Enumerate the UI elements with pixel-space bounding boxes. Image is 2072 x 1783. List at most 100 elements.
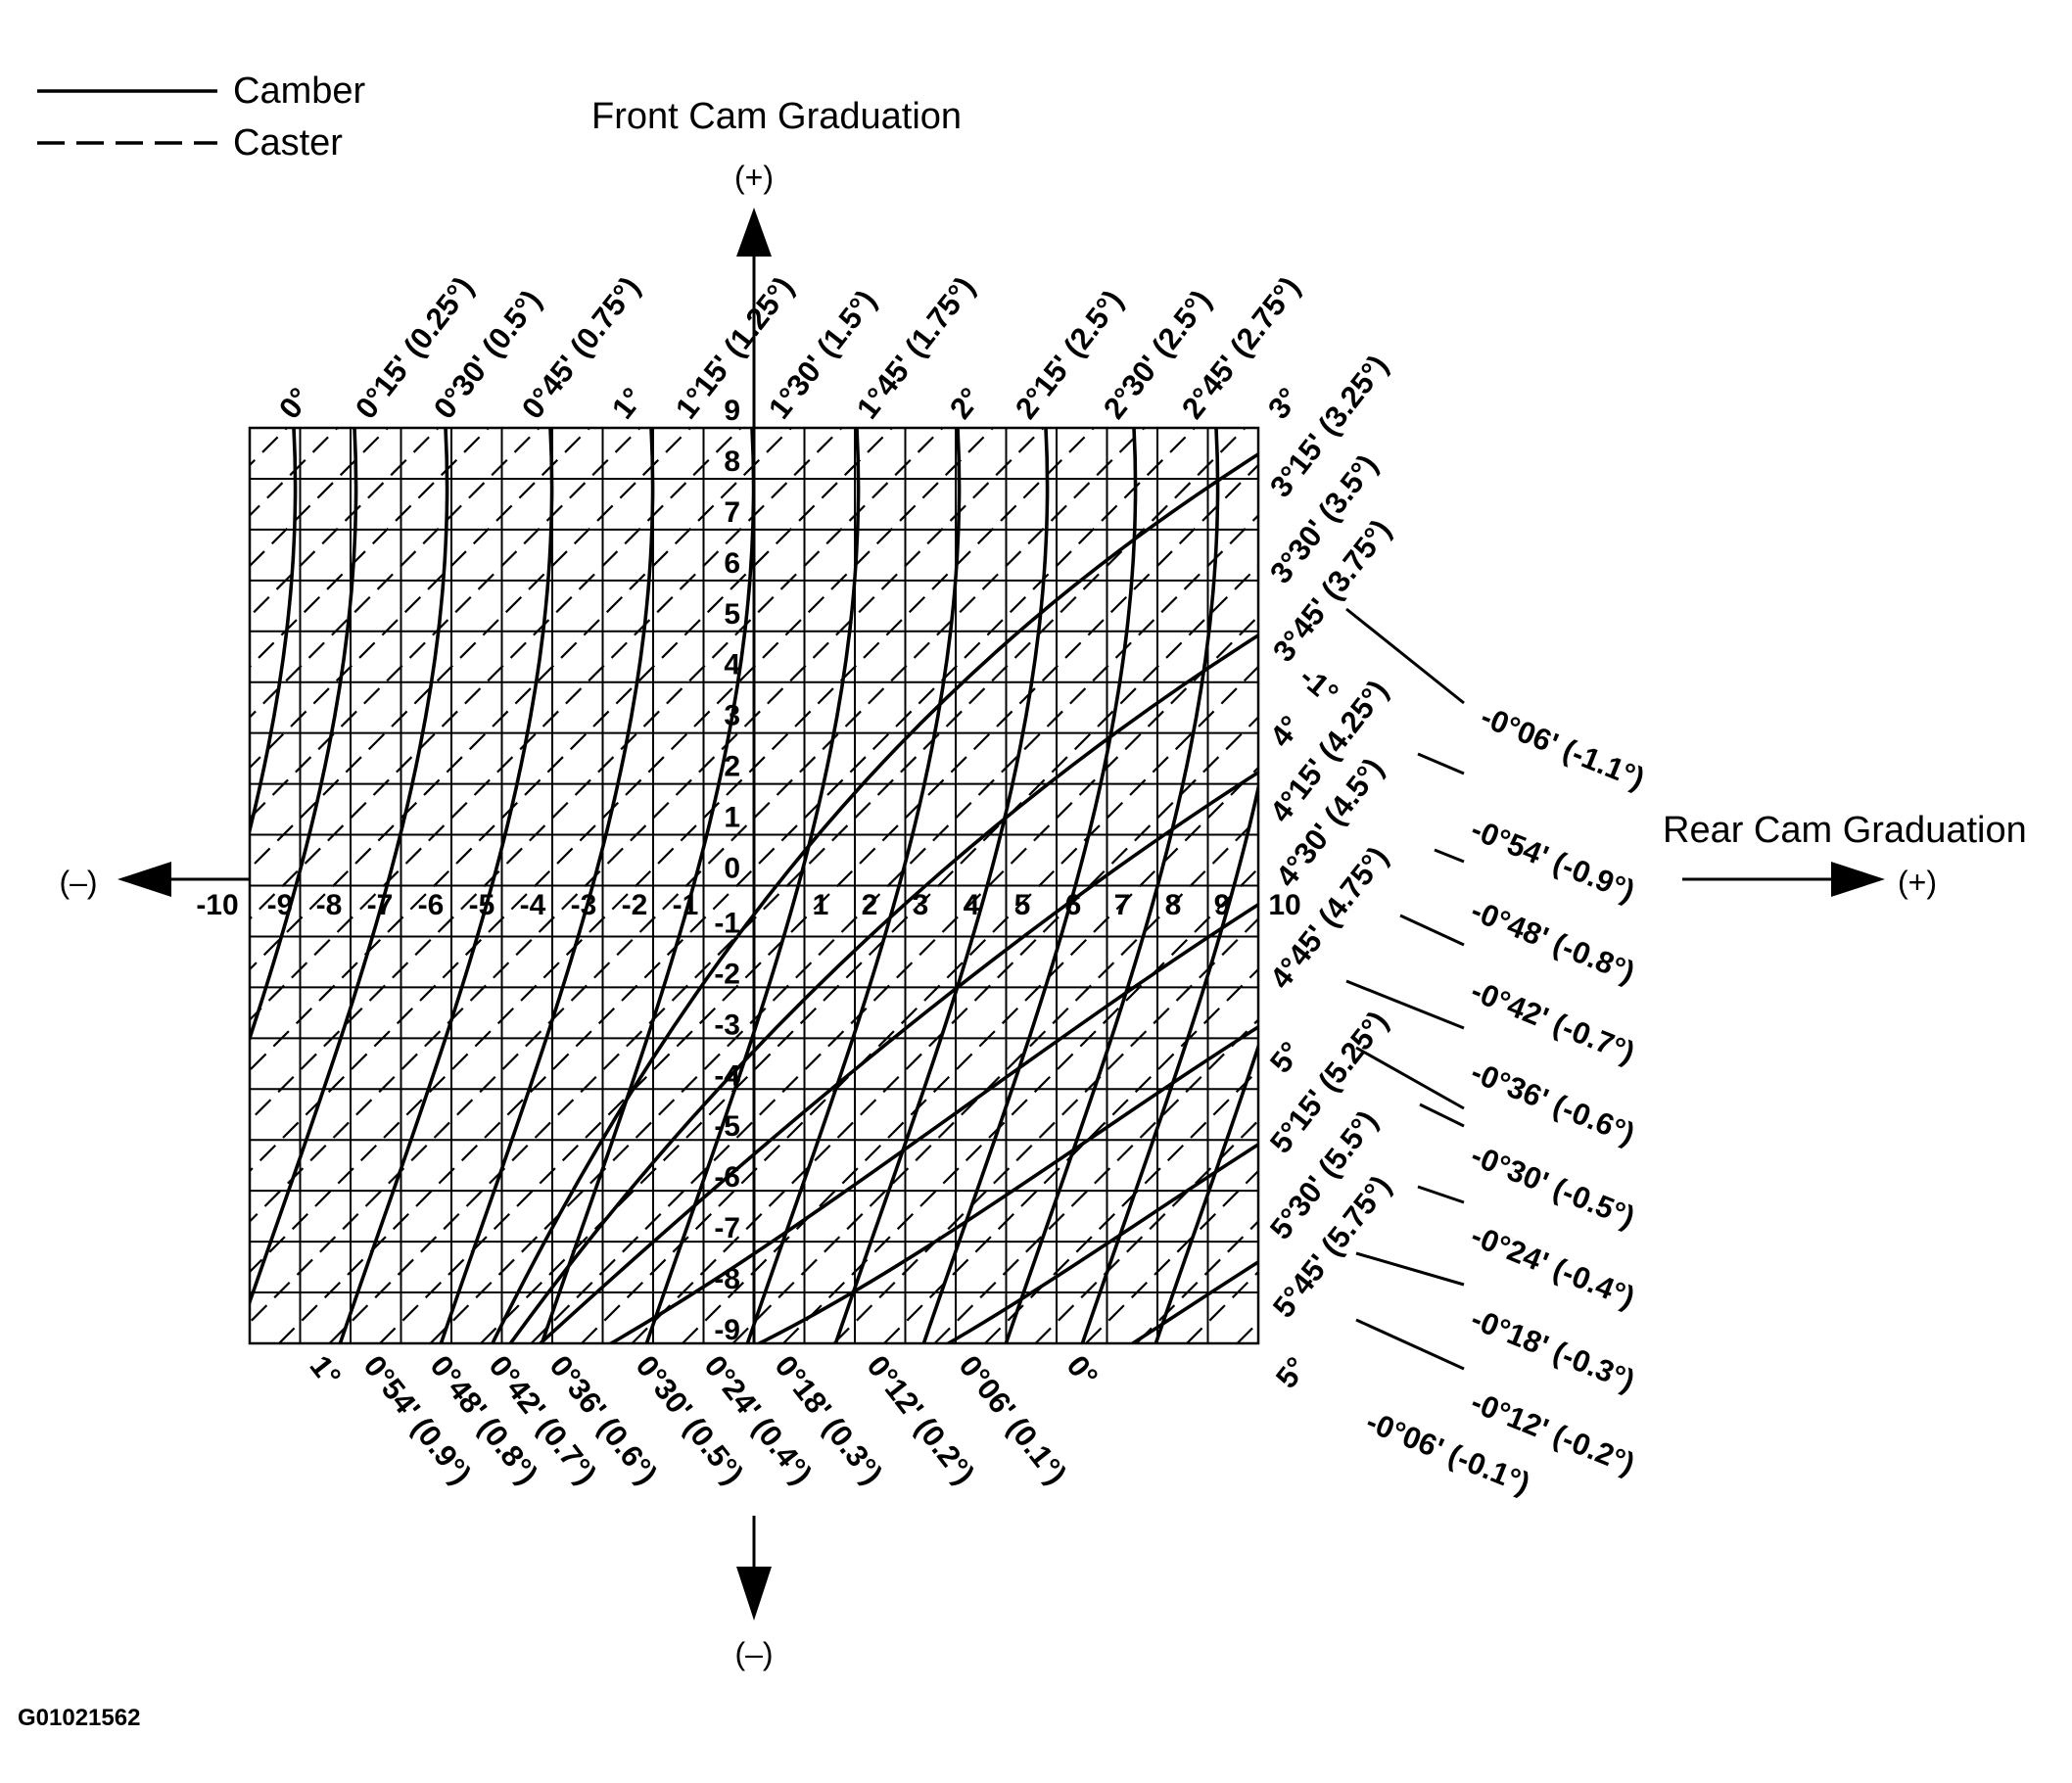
rear-cam-tick-label: 8 bbox=[1165, 889, 1182, 921]
front-cam-tick-label: -9 bbox=[714, 1314, 740, 1346]
rear-cam-tick-label: -3 bbox=[571, 889, 597, 921]
camber-leader-line bbox=[1399, 914, 1465, 947]
rear-cam-tick-label: -5 bbox=[469, 889, 495, 921]
cam-axes bbox=[118, 208, 1885, 1620]
caster-lines bbox=[0, 428, 1258, 1343]
camber-value-label: -0°18' (-0.3°) bbox=[1466, 1301, 1639, 1398]
caster-line bbox=[581, 665, 1258, 1343]
camber-leader-line bbox=[1345, 979, 1465, 1030]
camber-value-label: -0°30' (-0.5°) bbox=[1466, 1138, 1639, 1235]
caster-line bbox=[0, 428, 237, 1343]
camber-line bbox=[607, 902, 1258, 1343]
legend-camber-label: Camber bbox=[233, 70, 365, 112]
front-cam-tick-label: -2 bbox=[714, 958, 740, 990]
rear-cam-tick-label: 7 bbox=[1114, 889, 1131, 921]
caster-value-label: 5° bbox=[1263, 1035, 1308, 1079]
caster-line bbox=[250, 428, 1095, 1274]
caster-line bbox=[250, 428, 994, 1173]
camber-leader-line bbox=[1419, 1103, 1465, 1128]
rear-cam-tick-label: 9 bbox=[1214, 889, 1231, 921]
rear-cam-tick-label: 4 bbox=[964, 889, 980, 921]
caster-line bbox=[250, 428, 893, 1072]
front-cam-tick-label: 4 bbox=[724, 649, 740, 681]
rear-cam-tick-label: -9 bbox=[267, 889, 294, 921]
rear-axis-right-arrow bbox=[1831, 862, 1885, 897]
camber-line bbox=[250, 428, 449, 1308]
legend: Camber Caster bbox=[37, 70, 365, 164]
caster-line bbox=[480, 564, 1258, 1343]
caster-value-label: 5° bbox=[1269, 1350, 1314, 1394]
camber-line bbox=[921, 428, 1138, 1343]
caster-line bbox=[782, 867, 1258, 1343]
caster-line bbox=[731, 816, 1258, 1343]
rear-axis-left-arrow bbox=[118, 862, 171, 897]
front-cam-tick-label: 0 bbox=[724, 853, 740, 885]
rear-cam-tick-label: -1 bbox=[673, 889, 699, 921]
camber-value-label: -0°24' (-0.4°) bbox=[1466, 1218, 1639, 1315]
camber-value-label: -0°48' (-0.8°) bbox=[1466, 893, 1639, 990]
rear-cam-tick-label: 10 bbox=[1268, 889, 1300, 921]
camber-line bbox=[250, 428, 298, 838]
camber-leader-line bbox=[1434, 848, 1465, 864]
caster-line bbox=[328, 428, 1247, 1343]
rear-cam-tick-label: -8 bbox=[316, 889, 343, 921]
camber-line bbox=[540, 428, 756, 1343]
caster-value-label: 2° bbox=[943, 381, 988, 425]
front-axis-down-arrow bbox=[736, 1567, 772, 1620]
front-cam-tick-label: -1 bbox=[714, 907, 740, 939]
caster-value-label: 0° bbox=[272, 381, 317, 425]
rear-cam-tick-label: 5 bbox=[1014, 889, 1031, 921]
rear-cam-tick-label: -6 bbox=[418, 889, 445, 921]
camber-leader-line bbox=[1355, 1318, 1465, 1371]
camber-value-label: 1° bbox=[303, 1349, 348, 1393]
camber-value-label: -1° bbox=[1294, 660, 1345, 712]
camber-line bbox=[538, 770, 1258, 1343]
rear-cam-tick-label: -2 bbox=[622, 889, 648, 921]
camber-value-label: 0° bbox=[1060, 1349, 1105, 1393]
camber-line bbox=[439, 428, 655, 1343]
front-cam-tick-label: 6 bbox=[724, 547, 740, 580]
caster-value-labels-right: 3°15' (3.25°)3°30' (3.5°)3°45' (3.75°)4°… bbox=[1263, 349, 1397, 1394]
camber-value-label: -0°36' (-0.6°) bbox=[1466, 1055, 1639, 1151]
front-cam-tick-label: 2 bbox=[724, 751, 740, 783]
camber-line bbox=[1129, 1259, 1258, 1343]
front-cam-tick-label: 7 bbox=[724, 496, 740, 529]
camber-leader-line bbox=[1355, 1251, 1465, 1287]
rear-cam-tick-label: 6 bbox=[1065, 889, 1082, 921]
camber-line bbox=[1080, 779, 1258, 1343]
caster-line bbox=[250, 428, 691, 870]
caster-line bbox=[429, 513, 1258, 1343]
rear-minus-sign: (–) bbox=[59, 865, 97, 900]
caster-value-label: 3°45' (3.75°) bbox=[1266, 513, 1397, 668]
camber-line bbox=[644, 428, 861, 1343]
front-minus-sign: (–) bbox=[734, 1636, 773, 1671]
legend-caster-label: Caster bbox=[233, 122, 343, 164]
caster-value-labels-top: 0°0°15' (0.25°)0°30' (0.5°)0°45' (0.75°)… bbox=[272, 270, 1306, 425]
caster-value-label: 5°45' (5.75°) bbox=[1266, 1169, 1397, 1324]
caster-line bbox=[250, 428, 590, 770]
front-cam-tick-label: -7 bbox=[714, 1212, 740, 1244]
camber-lines bbox=[250, 428, 1258, 1343]
caster-line bbox=[250, 428, 1045, 1224]
caster-line bbox=[379, 463, 1258, 1343]
front-plus-sign: (+) bbox=[734, 160, 774, 195]
camber-leader-line bbox=[1417, 752, 1465, 775]
front-cam-tick-label: -5 bbox=[714, 1110, 740, 1143]
caster-value-label: 4° bbox=[1263, 709, 1308, 753]
caster-value-label: 1° bbox=[605, 381, 650, 425]
camber-line bbox=[833, 428, 1050, 1343]
rear-cam-tick-label: 1 bbox=[813, 889, 829, 921]
camber-line bbox=[1154, 1041, 1258, 1343]
caster-line bbox=[250, 428, 742, 921]
figure-code: G01021562 bbox=[18, 1705, 140, 1731]
front-cam-tick-label: 8 bbox=[724, 446, 740, 478]
front-axis-up-arrow bbox=[736, 208, 772, 257]
caster-line bbox=[250, 428, 490, 669]
camber-leader-line bbox=[1355, 1046, 1465, 1110]
front-cam-title: Front Cam Graduation bbox=[591, 96, 962, 137]
front-cam-tick-label: -3 bbox=[714, 1009, 740, 1041]
camber-value-label: -0°54' (-0.9°) bbox=[1466, 812, 1639, 909]
caster-line bbox=[682, 766, 1258, 1343]
